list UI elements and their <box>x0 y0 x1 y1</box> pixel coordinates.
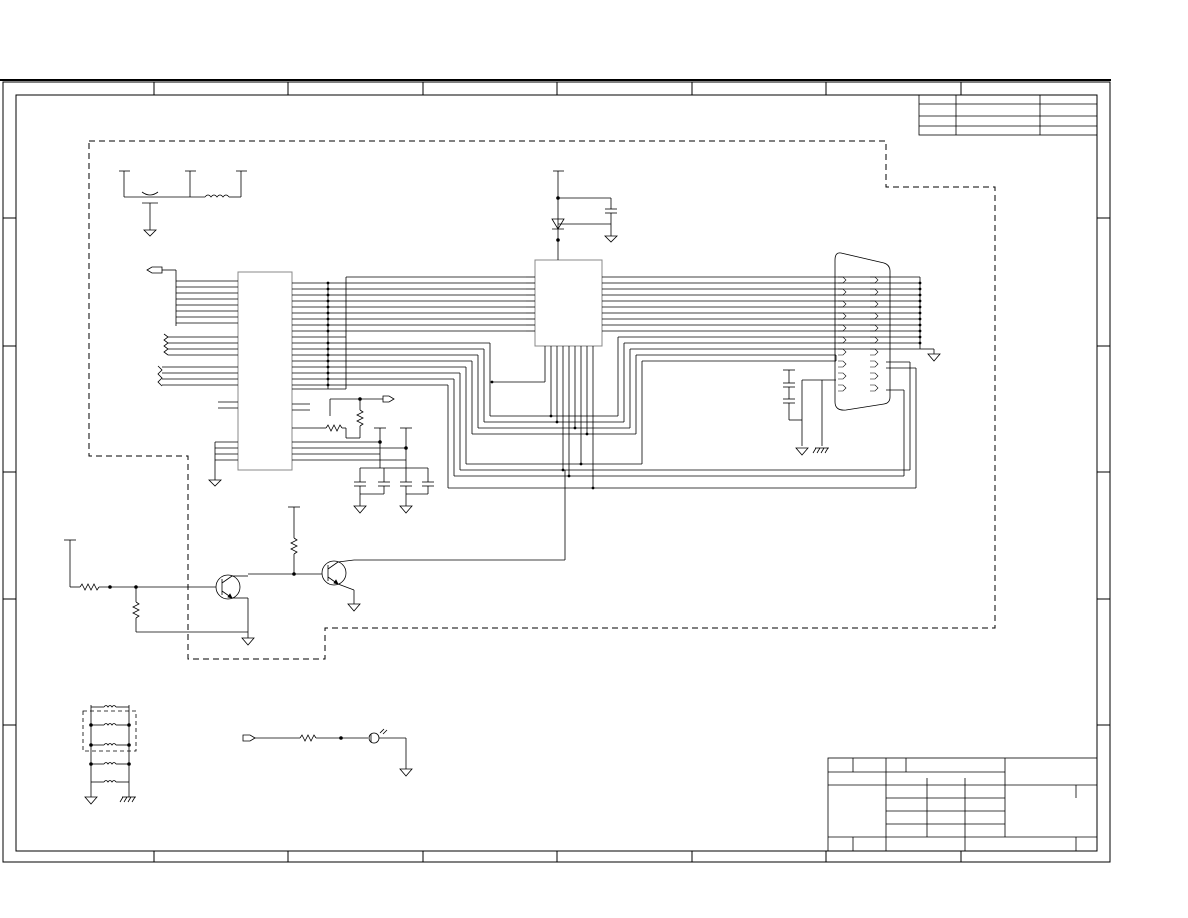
resistor-icon <box>290 537 298 555</box>
junction-dot-icon <box>326 287 330 291</box>
transistor-stage <box>64 506 361 646</box>
npn-transistor-icon <box>215 574 241 600</box>
ground-icon <box>927 353 941 362</box>
connector-icon <box>242 734 256 742</box>
junction-dot-icon <box>579 462 583 466</box>
chassis-ground-icon <box>812 447 829 454</box>
inductor-icon <box>103 780 117 783</box>
ground-icon <box>84 796 98 805</box>
power-rail-icon <box>236 170 247 197</box>
right-zone-ticks <box>1097 217 1110 726</box>
inductor-icon <box>103 705 117 708</box>
junction-dot-icon <box>326 311 330 315</box>
capacitor-icon <box>400 481 412 487</box>
inductor-icon <box>204 194 230 198</box>
capacitor-icon <box>783 382 795 388</box>
capacitor-icon <box>783 398 795 404</box>
u1-output-bus <box>292 276 916 489</box>
title-block <box>827 757 1098 852</box>
npn-transistor-icon <box>321 560 347 586</box>
u2-pins <box>354 170 920 561</box>
ground-icon <box>795 447 809 456</box>
junction-dot-icon <box>561 468 565 472</box>
junction-dots-u2 <box>490 380 595 490</box>
junction-dot-icon <box>326 293 330 297</box>
junction-dots-u1 <box>326 281 330 387</box>
junction-dot-icon <box>326 383 330 387</box>
junction-dot-icon <box>585 432 589 436</box>
junction-dot-icon <box>573 426 577 430</box>
resistor-icon <box>356 409 364 427</box>
top-zone-ticks <box>153 82 962 95</box>
junction-dot-icon <box>358 397 362 401</box>
resistor-icon <box>299 734 317 742</box>
left-input-bus <box>146 266 238 487</box>
capacitor-icon <box>605 208 617 214</box>
revision-block <box>918 94 1098 136</box>
junction-dot-icon <box>326 347 330 351</box>
inductor-icon <box>103 762 117 765</box>
connector-icon <box>146 266 163 274</box>
power-filter <box>119 170 247 237</box>
resistor-icon <box>132 601 140 619</box>
connector-icon <box>382 395 395 403</box>
ground-icon <box>353 505 367 514</box>
u1-support-components <box>320 395 434 514</box>
inductor-icon <box>103 743 117 746</box>
integrated-circuit-icon <box>534 259 603 347</box>
shield-boundary <box>88 140 996 660</box>
inductor-bank <box>82 705 137 805</box>
ground-icon <box>399 768 413 777</box>
junction-dot-icon <box>555 420 559 424</box>
junction-dot-icon <box>326 299 330 303</box>
junction-dot-icon <box>326 359 330 363</box>
led-icon <box>368 728 388 744</box>
junction-dot-icon <box>591 486 595 490</box>
db25-pins <box>838 276 879 392</box>
junction-dot-icon <box>326 371 330 375</box>
resistor-icon <box>79 583 100 591</box>
connector-icon <box>834 252 891 411</box>
integrated-circuit-icon <box>237 271 293 471</box>
junction-dot-icon <box>326 365 330 369</box>
junction-dot-icon <box>567 474 571 478</box>
ground-icon <box>208 479 222 487</box>
capacitor-icon <box>378 481 390 487</box>
ground-icon <box>604 235 618 243</box>
bottom-zone-ticks <box>153 851 962 862</box>
ground-icon <box>143 229 157 237</box>
ground-icon <box>347 603 361 612</box>
power-rail-icon <box>119 170 130 197</box>
inductor-icon <box>103 723 117 726</box>
junction-dots-db25 <box>918 281 922 345</box>
junction-dot-icon <box>326 317 330 321</box>
db25-connector <box>783 252 941 488</box>
capacitor-icon <box>422 481 434 487</box>
junction-dot-icon <box>549 414 553 418</box>
capacitor-icon <box>354 481 366 487</box>
chassis-ground-icon <box>119 796 136 803</box>
capacitor-icon <box>141 191 159 204</box>
junction-dot-icon <box>326 353 330 357</box>
sheet-frame <box>0 79 1111 863</box>
junction-dot-icon <box>326 281 330 285</box>
junction-dot-icon <box>326 341 330 345</box>
power-rail-icon <box>185 170 196 197</box>
junction-dot-icon <box>490 380 494 384</box>
ground-icon <box>241 637 255 646</box>
left-zone-ticks <box>3 217 16 726</box>
junction-dot-icon <box>326 329 330 333</box>
ground-icon <box>399 505 413 514</box>
led-indicator <box>242 728 413 777</box>
junction-dot-icon <box>326 323 330 327</box>
resistor-icon <box>325 424 343 432</box>
junction-dot-icon <box>326 305 330 309</box>
junction-dot-icon <box>326 377 330 381</box>
